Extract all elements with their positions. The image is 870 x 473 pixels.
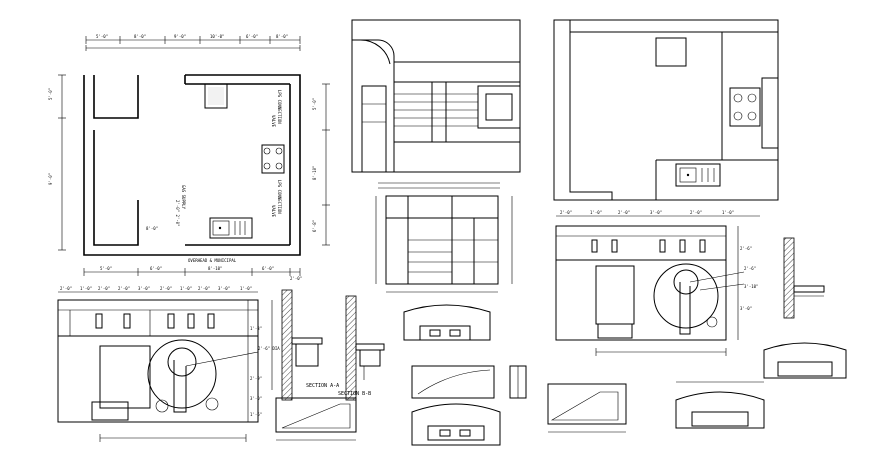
plan-bottom-dim-5: 2'-0": [290, 276, 302, 281]
plan-note-gas: GAS SUPPLY: [181, 185, 186, 210]
plan-top-dim-5: 6'-0": [246, 34, 258, 39]
plan-note-lpg-2: LPG CONNECTION: [277, 180, 282, 214]
section-bb-label: SECTION B-B: [338, 391, 371, 397]
hood-detail-bottom: [411, 403, 501, 446]
sec-left-top-dim-5: 3'-0": [138, 286, 150, 291]
plan-right-dim-1: 5'-0": [312, 98, 317, 110]
sec-right-side-dim-1: 2'-6": [740, 246, 752, 251]
plan-note-lpg-1: LPG CONNECTION: [277, 90, 282, 124]
chimney-detail: [411, 365, 527, 399]
plan-sink: [209, 217, 253, 239]
plan-walls: [83, 74, 301, 256]
sec-left-side-dim-3: 3'-0": [250, 396, 262, 401]
plan-bottom-dim-3: 8'-10": [208, 266, 222, 271]
wall-section-bb: SECTION B-B: [338, 295, 385, 401]
sec-right-top-dim-2: 1'-0": [590, 210, 602, 215]
plan-note-dims: 2'-0" 2'-0": [175, 200, 180, 227]
sec-left-top-dim-7: 1'-0": [180, 286, 192, 291]
sec-right-top-dim-3: 2'-0": [618, 210, 630, 215]
plan-bottom-dim-2: 6'-0": [150, 266, 162, 271]
plan-detail-a: [275, 397, 357, 441]
sec-right-side-dim-2: 3'-0": [740, 306, 752, 311]
sec-left-top-dim-4: 2'-0": [118, 286, 130, 291]
sec-left-top-dim-3: 2'-0": [98, 286, 110, 291]
sec-left-top-dim-2: 1'-0": [80, 286, 92, 291]
plan-bottom-dim-4: 6'-0": [262, 266, 274, 271]
section-aa-label: SECTION A-A: [306, 383, 339, 389]
plan-top-dim-4: 10'-0": [210, 34, 224, 39]
plan-bottom-dim-1: 5'-0": [100, 266, 112, 271]
sec-right-callout-1: 2'-6": [744, 266, 756, 271]
cabinet-elevation: [375, 182, 513, 293]
sec-left-top-dim-9: 3'-0": [218, 286, 230, 291]
sec-left-side-dim-2: 2'-9": [250, 376, 262, 381]
plan-top-dim-2: 8'-0": [134, 34, 146, 39]
plan-bottom-dimension: 5'-0" 6'-0" 8'-10" 6'-0" 2'-0": [83, 266, 302, 281]
plan-right-dimension: 5'-0" 8'-10" 6'-8": [312, 83, 330, 246]
plan-left-dim-2: 9'-0": [48, 173, 53, 185]
sec-right-top-dim-6: 1'-0": [722, 210, 734, 215]
sec-left-top-dim-10: 1'-0": [240, 286, 252, 291]
hood-detail-right-top: [763, 342, 847, 379]
plan-cabinet: [204, 83, 228, 109]
sec-left-top-dim-6: 2'-0": [160, 286, 172, 291]
sec-left-side-dim-1: 1'-3": [250, 326, 262, 331]
plan-detail-b: [547, 383, 627, 433]
plan-top-dimension: 5'-0" 8'-0" 9'-0" 10'-0" 6'-0" 8'-0": [85, 34, 301, 51]
hood-detail-center: [403, 304, 491, 341]
sec-left-side-dim-4: 1'-6": [250, 412, 262, 417]
plan-note-overhead: OVERHEAD & MUNICIPAL: [188, 258, 237, 263]
sec-right-top-dim-1: 2'-0": [560, 210, 572, 215]
sec-right-callout-2: 3'-10": [744, 284, 758, 289]
sec-left-callout: 2'-6" DIA: [258, 346, 280, 351]
isometric-view-b: [553, 19, 779, 201]
hood-detail-right-bottom: [675, 381, 765, 429]
plan-top-dim-6: 8'-0": [276, 34, 288, 39]
sec-left-top-dim-8: 2'-0": [198, 286, 210, 291]
plan-note-8ft: 8'-0": [146, 226, 158, 231]
sec-right-top-dim-5: 2'-0": [690, 210, 702, 215]
section-elevation-right: 2'-0" 1'-0" 2'-0" 3'-0" 2'-0" 1'-0" 2'-6…: [555, 210, 760, 356]
plan-top-dim-1: 5'-0": [96, 34, 108, 39]
isometric-view-a: [351, 19, 521, 173]
wall-section-right: [783, 237, 825, 319]
plan-right-dim-2: 8'-10": [312, 166, 317, 180]
plan-left-dimension: 5'-0" 9'-0": [48, 74, 66, 251]
wall-section-aa: SECTION A-A: [271, 289, 339, 401]
sec-left-top-dim-1: 2'-0": [60, 286, 72, 291]
plan-note-valve-1: VALVE: [271, 115, 276, 128]
plan-left-dim-1: 5'-0": [48, 88, 53, 100]
plan-note-valve-2: VALVE: [271, 205, 276, 218]
section-elevation-left: 2'-0" 1'-0" 2'-0" 2'-0" 3'-0" 2'-0" 1'-0…: [57, 286, 280, 442]
plan-stove: [261, 144, 285, 174]
sec-right-top-dim-4: 3'-0": [650, 210, 662, 215]
kitchen-floor-plan: 5'-0" 8'-0" 9'-0" 10'-0" 6'-0" 8'-0" 5'-…: [48, 34, 330, 281]
plan-right-dim-3: 6'-8": [312, 220, 317, 232]
plan-top-dim-3: 9'-0": [174, 34, 186, 39]
